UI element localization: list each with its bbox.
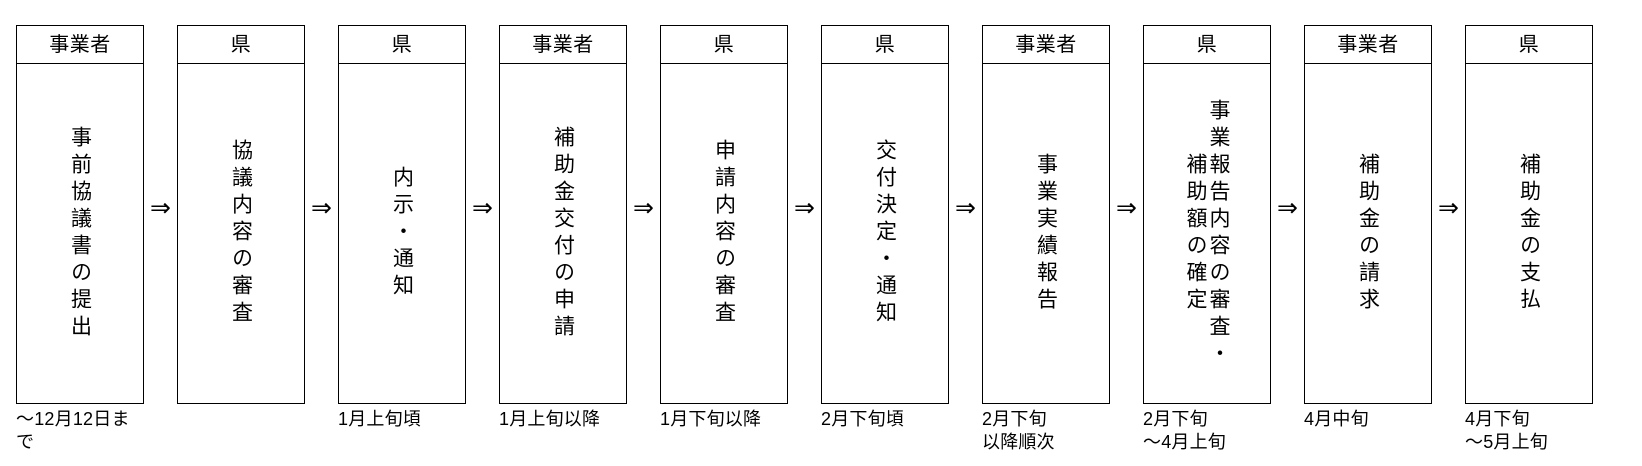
flow-step-box: 県協議内容の審査 (177, 25, 305, 404)
flow-step-box: 県事業報告内容の審査・補助額の確定 (1143, 25, 1271, 404)
flow-step-body: 協議内容の審査 (178, 64, 304, 403)
double-right-arrow-icon: ⇒ (633, 193, 654, 222)
flow-step-6: 県交付決定・通知 2月下旬頃 (821, 25, 949, 431)
flow-step-box: 事業者補助金の請求 (1304, 25, 1432, 404)
flow-step-schedule-caption: 2月下旬 以降順次 (982, 409, 1055, 453)
flow-step-actor-label: 事業者 (1305, 26, 1431, 64)
flow-step-text-primary: 補助金の支払 (1517, 152, 1541, 315)
flow-step-3: 県内示・通知 1月上旬頃 (338, 25, 466, 431)
flow-step-actor-label: 事業者 (17, 26, 143, 64)
flow-step-text-primary: 申請内容の審査 (712, 139, 736, 328)
flow-step-text-primary: 事業報告内容の審査・ (1207, 98, 1230, 369)
flow-step-body: 交付決定・通知 (822, 64, 948, 403)
flow-step-box: 県内示・通知 (338, 25, 466, 404)
flow-step-body: 補助金交付の申請 (500, 64, 626, 403)
flow-step-text-primary: 交付決定・通知 (873, 139, 897, 328)
flow-step-box: 事業者事業実績報告 (982, 25, 1110, 404)
flow-step-schedule-caption: 2月下旬頃 (821, 409, 905, 429)
flow-step-schedule-caption: 1月上旬以降 (499, 409, 601, 429)
flow-step-box: 事業者事前協議書の提出 (16, 25, 144, 404)
flow-step-text-primary: 内示・通知 (390, 166, 414, 301)
flow-step-box: 県申請内容の審査 (660, 25, 788, 404)
flow-step-schedule-caption: 1月上旬頃 (338, 409, 422, 429)
flow-step-text-primary: 補助金交付の申請 (551, 125, 575, 342)
double-right-arrow-icon: ⇒ (1116, 193, 1137, 222)
flow-step-10: 県補助金の支払 4月下旬 ～5月上旬 (1465, 25, 1593, 454)
flow-step-body: 事業実績報告 (983, 64, 1109, 403)
double-right-arrow-icon: ⇒ (794, 193, 815, 222)
double-right-arrow-icon: ⇒ (1277, 193, 1298, 222)
flow-step-text-primary: 補助金の請求 (1356, 152, 1380, 315)
flow-step-schedule-caption: 4月中旬 (1304, 409, 1369, 429)
flow-step-actor-label: 県 (1466, 26, 1592, 64)
flow-step-text-primary: 事前協議書の提出 (68, 125, 92, 342)
flow-step-schedule-caption: 4月下旬 ～5月上旬 (1465, 409, 1549, 453)
flow-step-actor-label: 事業者 (983, 26, 1109, 64)
flow-step-actor-label: 県 (661, 26, 787, 64)
flow-step-body: 事前協議書の提出 (17, 64, 143, 403)
flow-step-body: 事業報告内容の審査・補助額の確定 (1144, 64, 1270, 403)
flow-step-1: 事業者事前協議書の提出 ～12月12日まで (16, 25, 144, 454)
flow-step-body: 補助金の請求 (1305, 64, 1431, 403)
flow-step-actor-label: 県 (339, 26, 465, 64)
flow-step-body: 内示・通知 (339, 64, 465, 403)
flow-step-actor-label: 県 (822, 26, 948, 64)
flow-step-9: 事業者補助金の請求 4月中旬 (1304, 25, 1432, 431)
flow-step-text-primary: 事業実績報告 (1034, 152, 1058, 315)
double-right-arrow-icon: ⇒ (472, 193, 493, 222)
flow-step-actor-label: 事業者 (500, 26, 626, 64)
flow-step-schedule-caption: 1月下旬以降 (660, 409, 762, 429)
flow-step-body: 補助金の支払 (1466, 64, 1592, 403)
flow-step-schedule-caption: ～12月12日まで (16, 409, 130, 453)
flow-step-body: 申請内容の審査 (661, 64, 787, 403)
double-right-arrow-icon: ⇒ (1438, 193, 1459, 222)
double-right-arrow-icon: ⇒ (150, 193, 171, 222)
flow-step-text-secondary: 補助額の確定 (1184, 152, 1207, 315)
flow-step-box: 県補助金の支払 (1465, 25, 1593, 404)
double-right-arrow-icon: ⇒ (311, 193, 332, 222)
flow-step-text-primary: 協議内容の審査 (229, 139, 253, 328)
flow-step-box: 県交付決定・通知 (821, 25, 949, 404)
flow-step-actor-label: 県 (1144, 26, 1270, 64)
flow-step-box: 事業者補助金交付の申請 (499, 25, 627, 404)
flow-step-actor-label: 県 (178, 26, 304, 64)
flow-step-7: 事業者事業実績報告 2月下旬 以降順次 (982, 25, 1110, 454)
double-right-arrow-icon: ⇒ (955, 193, 976, 222)
flow-step-4: 事業者補助金交付の申請 1月上旬以降 (499, 25, 627, 431)
flow-step-5: 県申請内容の審査 1月下旬以降 (660, 25, 788, 431)
flow-step-schedule-caption: 2月下旬 ～4月上旬 (1143, 409, 1227, 453)
flow-step-2: 県協議内容の審査 (177, 25, 305, 404)
